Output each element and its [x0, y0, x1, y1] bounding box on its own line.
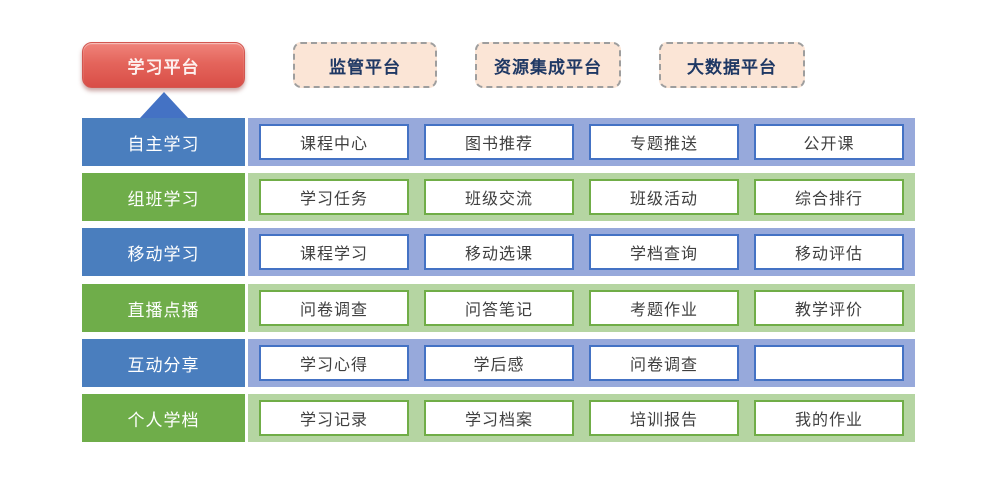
feature-box[interactable]: 学习记录 — [259, 400, 409, 436]
resource-integration-platform-button[interactable]: 资源集成平台 — [475, 42, 621, 88]
feature-box[interactable]: 班级交流 — [424, 179, 574, 215]
category-label[interactable]: 直播点播 — [82, 284, 245, 332]
feature-band: 课程学习 移动选课 学档查询 移动评估 — [248, 228, 915, 276]
category-label[interactable]: 互动分享 — [82, 339, 245, 387]
feature-box[interactable]: 学习任务 — [259, 179, 409, 215]
category-label[interactable]: 组班学习 — [82, 173, 245, 221]
category-row-live-vod: 直播点播 问卷调查 问答笔记 考题作业 教学评价 — [82, 284, 915, 332]
learning-platform-button[interactable]: 学习平台 — [82, 42, 245, 88]
feature-band: 课程中心 图书推荐 专题推送 公开课 — [248, 118, 915, 166]
feature-box[interactable]: 学习档案 — [424, 400, 574, 436]
category-label[interactable]: 个人学档 — [82, 394, 245, 442]
connector-triangle-icon — [140, 92, 188, 118]
category-row-self-study: 自主学习 课程中心 图书推荐 专题推送 公开课 — [82, 118, 915, 166]
feature-box[interactable]: 问卷调查 — [259, 290, 409, 326]
feature-band: 问卷调查 问答笔记 考题作业 教学评价 — [248, 284, 915, 332]
feature-box[interactable]: 我的作业 — [754, 400, 904, 436]
feature-box[interactable]: 学习心得 — [259, 345, 409, 381]
feature-band: 学习心得 学后感 问卷调查 — [248, 339, 915, 387]
category-row-mobile-learning: 移动学习 课程学习 移动选课 学档查询 移动评估 — [82, 228, 915, 276]
feature-box[interactable]: 课程学习 — [259, 234, 409, 270]
category-row-group-class: 组班学习 学习任务 班级交流 班级活动 综合排行 — [82, 173, 915, 221]
feature-box[interactable]: 专题推送 — [589, 124, 739, 160]
feature-box[interactable]: 考题作业 — [589, 290, 739, 326]
feature-box[interactable]: 公开课 — [754, 124, 904, 160]
feature-box[interactable]: 问答笔记 — [424, 290, 574, 326]
feature-box[interactable]: 问卷调查 — [589, 345, 739, 381]
supervision-platform-button[interactable]: 监管平台 — [293, 42, 437, 88]
feature-box[interactable]: 课程中心 — [259, 124, 409, 160]
big-data-platform-button[interactable]: 大数据平台 — [659, 42, 805, 88]
category-row-personal-archive: 个人学档 学习记录 学习档案 培训报告 我的作业 — [82, 394, 915, 442]
feature-box[interactable]: 学档查询 — [589, 234, 739, 270]
feature-box[interactable]: 综合排行 — [754, 179, 904, 215]
feature-box-empty[interactable] — [754, 345, 904, 381]
category-row-interactive-sharing: 互动分享 学习心得 学后感 问卷调查 — [82, 339, 915, 387]
category-label[interactable]: 移动学习 — [82, 228, 245, 276]
feature-box[interactable]: 移动选课 — [424, 234, 574, 270]
feature-box[interactable]: 移动评估 — [754, 234, 904, 270]
feature-box[interactable]: 学后感 — [424, 345, 574, 381]
feature-box[interactable]: 教学评价 — [754, 290, 904, 326]
feature-box[interactable]: 图书推荐 — [424, 124, 574, 160]
feature-band: 学习任务 班级交流 班级活动 综合排行 — [248, 173, 915, 221]
feature-box[interactable]: 培训报告 — [589, 400, 739, 436]
category-label[interactable]: 自主学习 — [82, 118, 245, 166]
feature-band: 学习记录 学习档案 培训报告 我的作业 — [248, 394, 915, 442]
feature-box[interactable]: 班级活动 — [589, 179, 739, 215]
